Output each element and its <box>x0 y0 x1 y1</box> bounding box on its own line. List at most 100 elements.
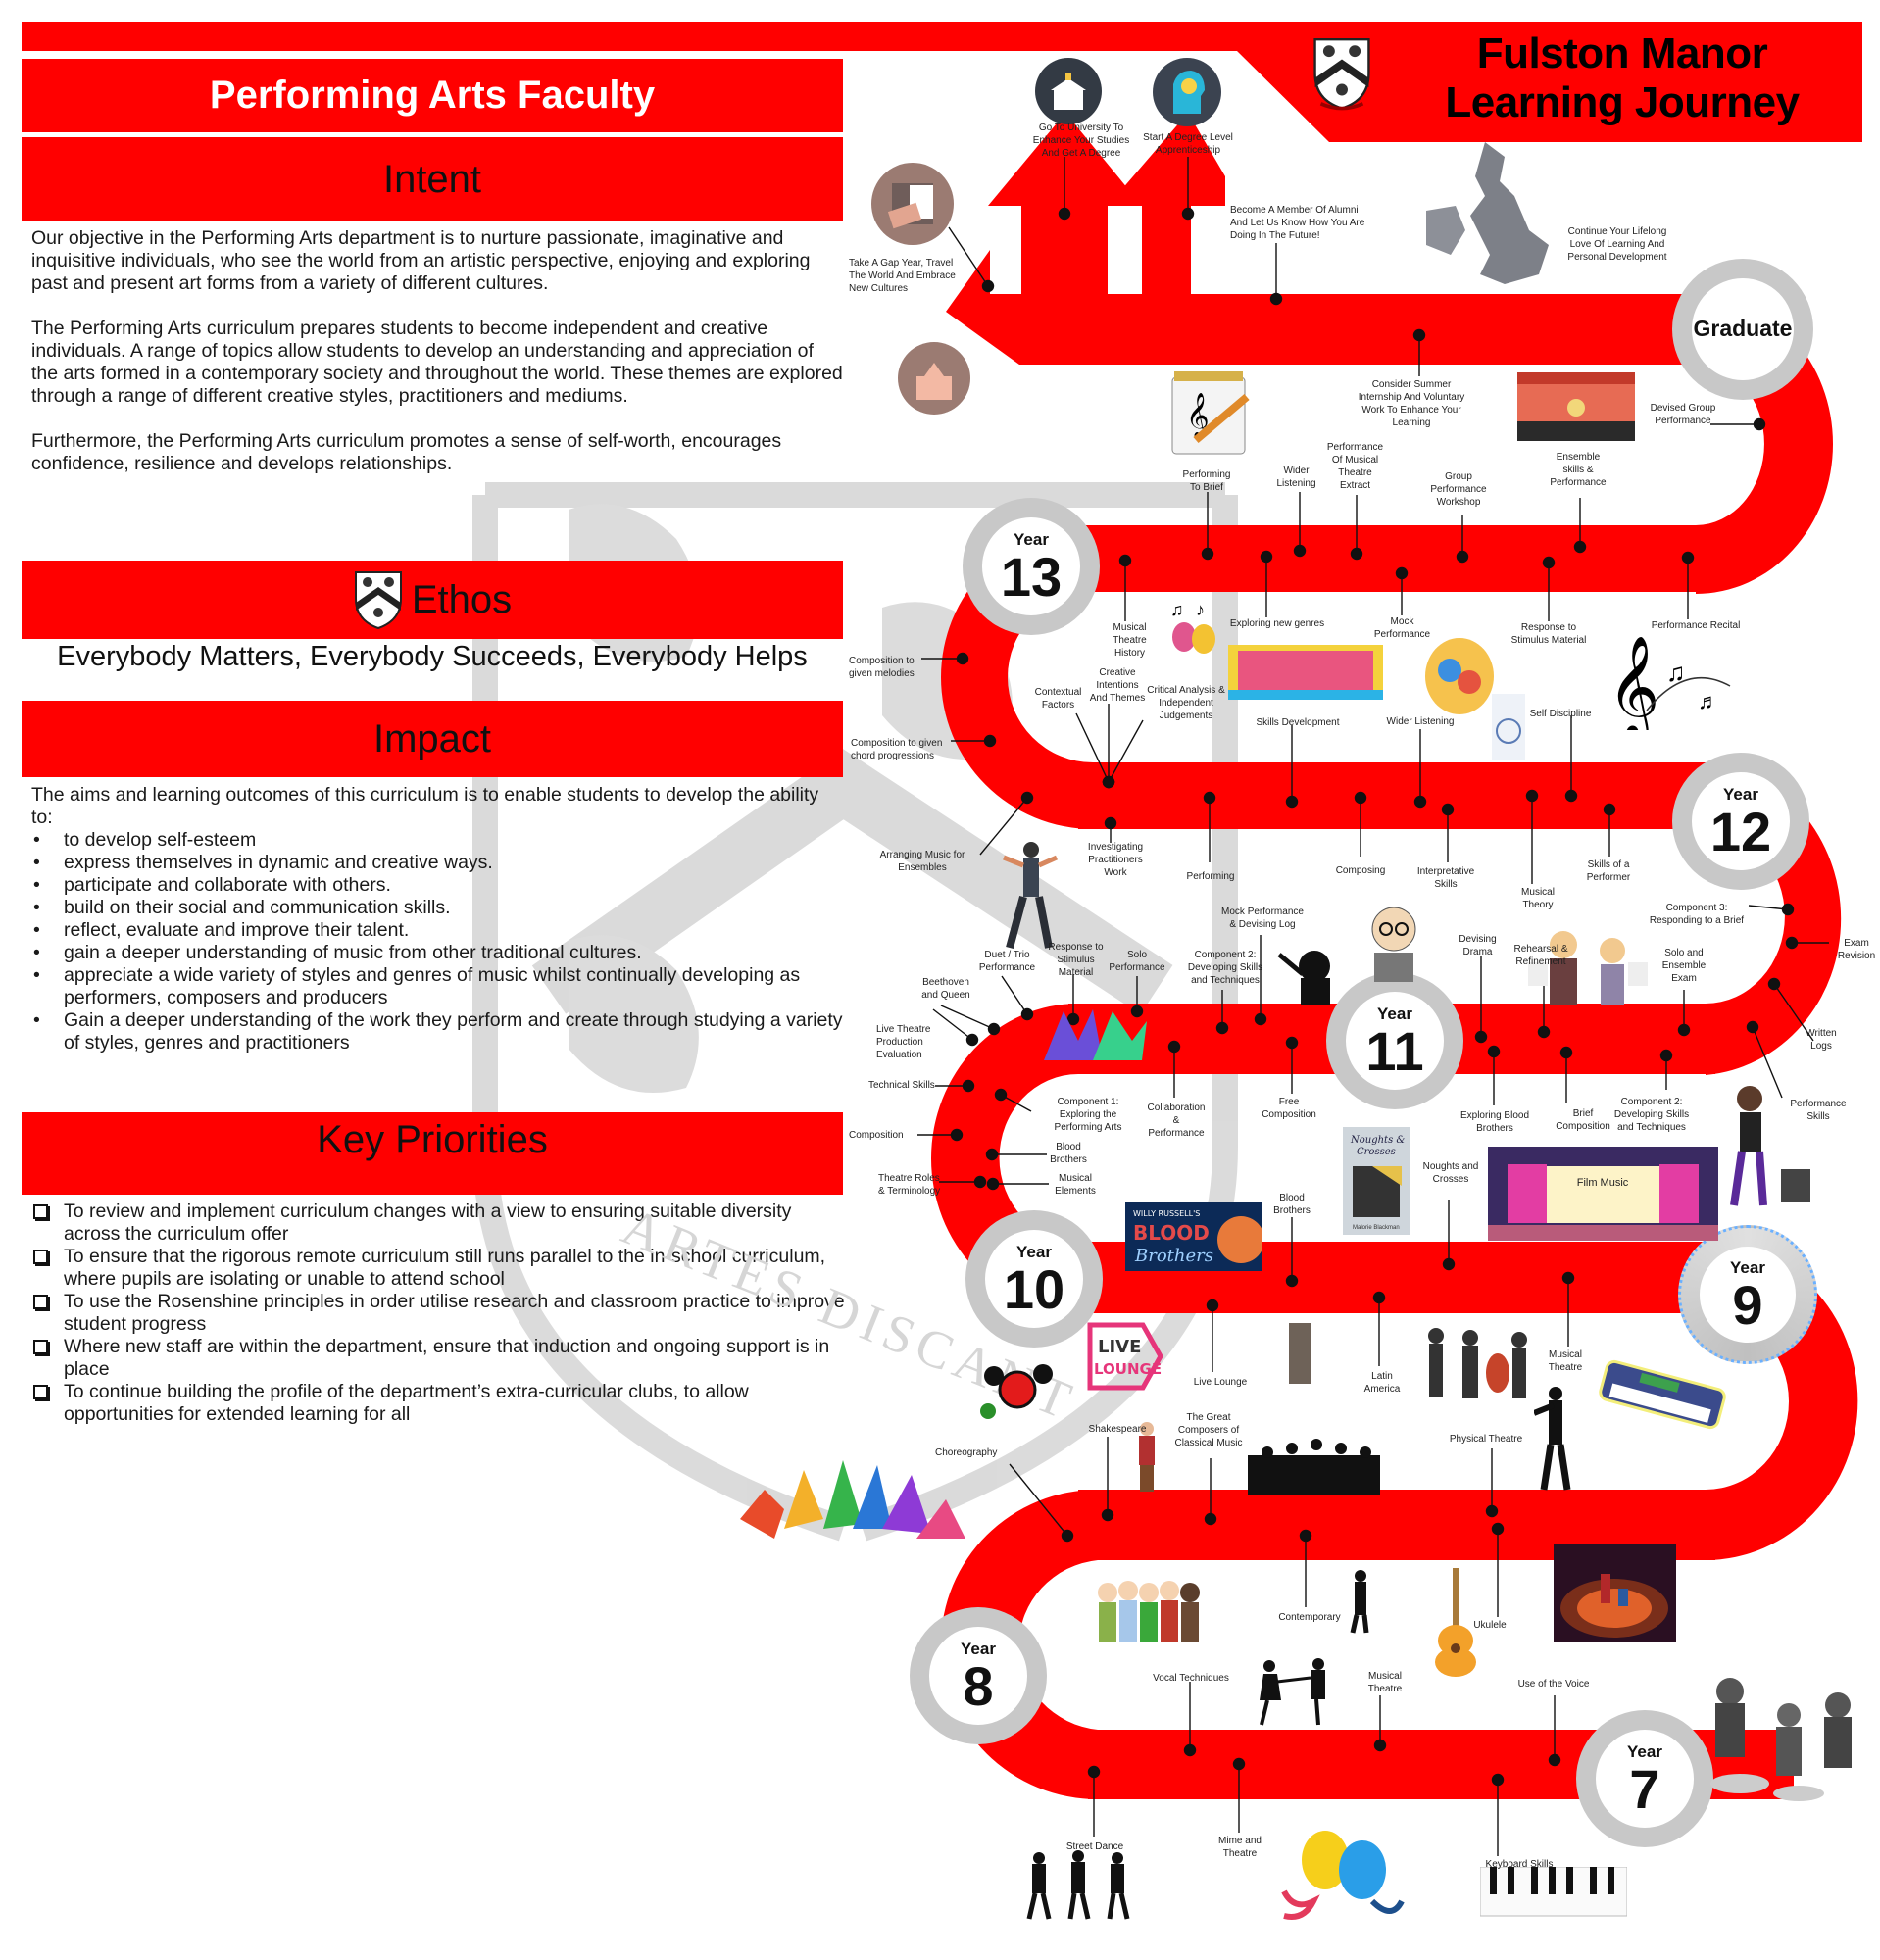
milestone-dot <box>987 1022 1001 1036</box>
topic-label-wider-listening-2: Wider Listening <box>1386 716 1455 727</box>
topic-label-musical-theatre: Musical Theatre <box>1548 1349 1583 1373</box>
priority-item: To continue building the profile of the … <box>31 1381 845 1426</box>
singing-children-image <box>1098 1581 1200 1642</box>
topic-label-performing-to-brief: Performing To Brief <box>1182 469 1231 493</box>
topic-label-devised-group: Devised Group Performance <box>1650 403 1716 426</box>
passport-travel-icon <box>871 163 954 245</box>
topic-label-performance-recital: Performance Recital <box>1651 620 1741 631</box>
topic-label-lifelong: Continue Your Lifelong Love Of Learning … <box>1567 226 1667 263</box>
poster-line3: Brothers <box>1134 1246 1213 1266</box>
milestone-dot <box>1206 1298 1219 1312</box>
theatre-masks-notes-icon: ♫♪ <box>1170 600 1215 654</box>
milestone-dot <box>1104 816 1117 830</box>
topic-label-beethoven-queen: Beethoven and Queen <box>921 977 970 1001</box>
connector-line <box>1752 1026 1783 1099</box>
film-music-stage-image: Film Music <box>1488 1147 1718 1241</box>
student-reading-icon <box>1371 906 1416 982</box>
crowd-illustration <box>1425 638 1494 714</box>
impact-intro: The aims and learning outcomes of this c… <box>31 784 819 828</box>
milestone-dot <box>1441 803 1455 816</box>
topic-label-exam-revision: Exam Revision <box>1837 938 1876 961</box>
impact-heading: Impact <box>372 716 492 760</box>
ukulele-icon <box>1435 1568 1476 1677</box>
topic-label-mock-performance: Mock Performance <box>1373 616 1431 640</box>
topic-label-shakespeare: Shakespeare <box>1088 1424 1147 1435</box>
topic-label-composition: Composition <box>849 1130 904 1141</box>
milestone-dot <box>1066 1012 1080 1026</box>
impact-item: reflect, evaluate and improve their tale… <box>31 919 845 942</box>
milestone-dot <box>1456 550 1469 564</box>
graduate-milestone: Graduate <box>1672 259 1813 400</box>
topic-label-creative-intentions: Creative Intentions And Themes <box>1089 667 1146 704</box>
topic-label-devising-drama: Devising Drama <box>1459 934 1497 957</box>
svg-text:𝄞: 𝄞 <box>1186 393 1210 440</box>
rehearsal-students-icon <box>1528 931 1648 1005</box>
intent-paragraph: Furthermore, the Performing Arts curricu… <box>31 430 782 474</box>
impact-text: The aims and learning outcomes of this c… <box>31 784 845 1054</box>
walking-people-silhouettes <box>1710 1678 1852 1801</box>
checkbox-icon <box>33 1340 48 1354</box>
topic-label-composition-melodies: Composition to given melodies <box>849 656 915 679</box>
poster-line2: BLOOD <box>1133 1221 1210 1245</box>
milestone-dot <box>1201 547 1214 561</box>
milestone-dot <box>1573 540 1587 554</box>
topic-label-contextual-factors: Contextual Factors <box>1034 687 1082 710</box>
topic-label-duet-trio: Duet / Trio Performance <box>978 950 1036 973</box>
topic-label-theatre-roles: Theatre Roles & Terminology <box>878 1173 941 1197</box>
milestone-dot <box>1525 789 1539 803</box>
impact-item: build on their social and communication … <box>31 897 845 919</box>
music-notepad-icon: 𝄞 <box>1171 371 1250 455</box>
journey-title: Fulston Manor Learning Journey <box>1392 29 1853 127</box>
milestone-dot <box>1354 791 1367 805</box>
topic-label-mime-theatre: Mime and Theatre <box>1218 1836 1262 1859</box>
key-priorities-list: To review and implement curriculum chang… <box>31 1200 845 1426</box>
topic-label-rehearsal: Rehearsal & Refinement <box>1513 944 1568 967</box>
ethos-heading: Ethos <box>411 577 513 621</box>
milestone-dot <box>1487 1045 1501 1058</box>
svg-text:LIVE: LIVE <box>1098 1337 1141 1357</box>
milestone-dot <box>1785 936 1799 950</box>
milestone-dot <box>985 1148 999 1161</box>
milestone-dot <box>1058 207 1071 220</box>
street-dancers-silhouette <box>1026 1850 1130 1920</box>
milestone-dot <box>973 1175 987 1189</box>
milestone-dot <box>1395 566 1409 580</box>
milestone-dot <box>1269 292 1283 306</box>
svg-text:Noughts &: Noughts & <box>1350 1135 1405 1146</box>
topic-label-musical-theatre-extract: Performance Of Musical Theatre Extract <box>1326 442 1384 491</box>
priority-item: To review and implement curriculum chang… <box>31 1200 845 1246</box>
topic-label-apprenticeship: Start A Degree Level Apprenticeship <box>1143 132 1233 156</box>
header-banner <box>22 22 1862 142</box>
connector-line <box>948 226 989 287</box>
milestone-dot <box>965 1033 979 1047</box>
checkbox-icon <box>33 1204 48 1219</box>
priority-item: To ensure that the rigorous remote curri… <box>31 1246 845 1291</box>
stage-lights-icon <box>980 1364 1053 1419</box>
topic-label-group-workshop: Group Performance Workshop <box>1430 471 1487 508</box>
journey-title-line1: Fulston Manor <box>1476 29 1768 77</box>
milestone-dot <box>1232 1757 1246 1771</box>
topic-label-musical-elements: Musical Elements <box>1055 1173 1096 1197</box>
impact-item: Gain a deeper understanding of the work … <box>31 1009 845 1054</box>
milestone-dot <box>1102 775 1115 789</box>
topic-label-musical-theory: Musical Theory <box>1521 887 1555 910</box>
stopwatch-icon <box>1492 694 1525 760</box>
film-music-label: Film Music <box>1577 1177 1629 1189</box>
milestone-dot <box>1753 417 1766 431</box>
topic-label-component3: Component 3: Responding to a Brief <box>1649 903 1745 926</box>
school-building-icon <box>898 342 970 415</box>
milestone-dot <box>1101 1508 1114 1522</box>
milestone-dot <box>1285 1274 1299 1288</box>
milestone-dot <box>1559 1046 1573 1059</box>
intent-banner: Intent <box>22 137 843 221</box>
topic-label-ensemble-skills: Ensemble skills & Performance <box>1550 452 1607 488</box>
milestone-dot <box>950 1128 964 1142</box>
topic-label-interpretative: Interpretative Skills <box>1416 866 1475 890</box>
topic-label-wider-listening: Wider Listening <box>1276 466 1316 489</box>
topic-label-alumni: Become A Member Of Alumni And Let Us Kno… <box>1230 205 1365 241</box>
milestone-dot <box>1659 1049 1673 1062</box>
